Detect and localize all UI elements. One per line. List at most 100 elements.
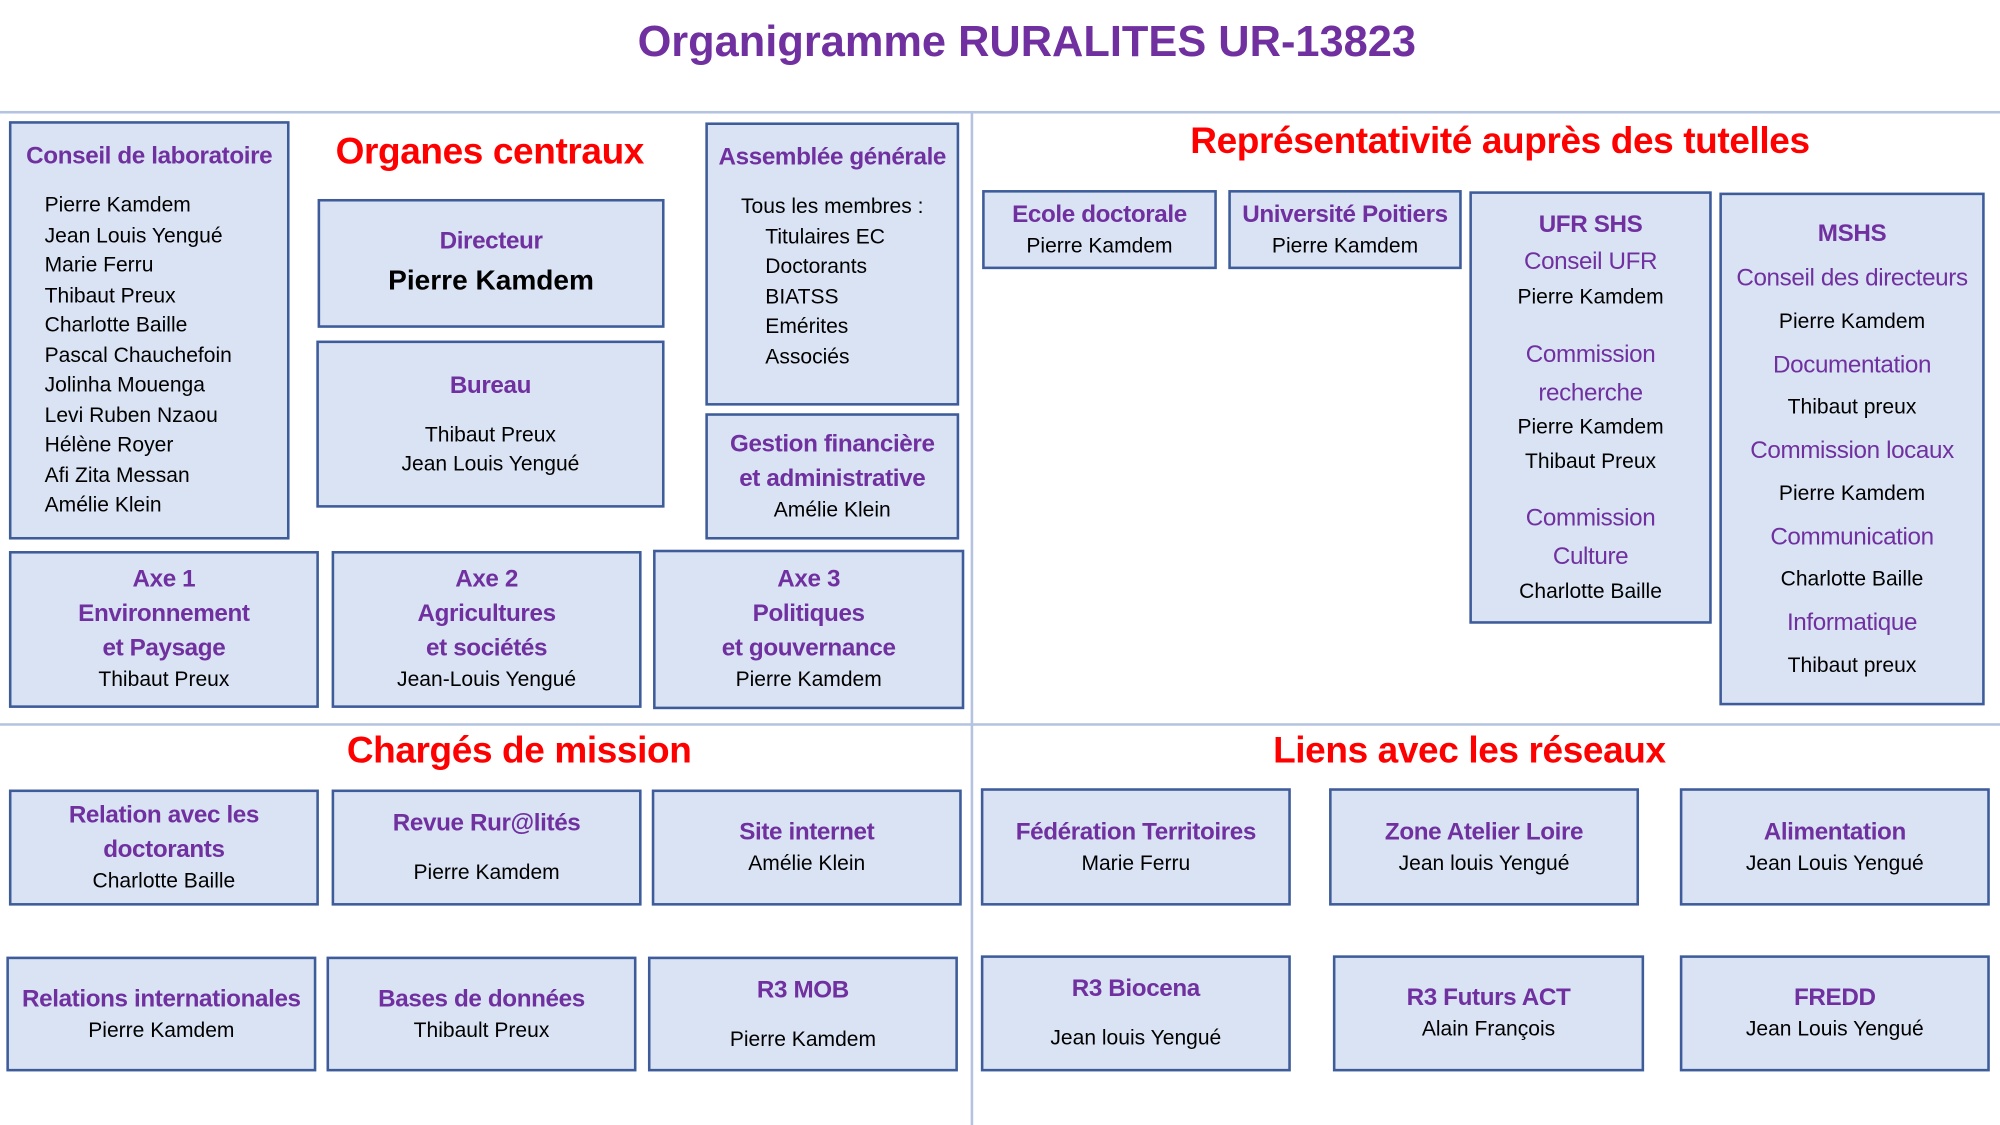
box-fredd: FREDD Jean Louis Yengué [1679,955,1990,1072]
box-heading: R3 Futurs ACT [1406,985,1571,1012]
member-name: Pierre Kamdem [44,193,191,217]
member-name: Charlotte Baille [92,869,236,893]
box-heading: FREDD [1794,985,1876,1012]
member-name: Charlotte Baille [44,313,188,337]
member-name: BIATSS [765,285,839,309]
divider [970,110,973,1125]
member-name: Thibaut Preux [98,668,230,692]
box-heading: Bases de données [378,985,585,1013]
divider [0,723,2000,726]
box-heading: UFR SHS [1538,211,1643,239]
box-heading: Documentation [1773,351,1932,379]
member-name: Levi Ruben Nzaou [44,403,218,427]
box-heading: Site internet [739,819,875,846]
box-heading: Zone Atelier Loire [1384,818,1584,846]
member-name: Pierre Kamdem [1778,481,1926,505]
box-heading: Environnement [78,601,250,628]
member-name: Doctorants [765,255,868,279]
box-heading: Assemblée générale [718,144,947,171]
member-name: Amélie Klein [44,493,162,517]
box-heading: recherche [1538,379,1643,407]
member-name: Pierre Kamdem [88,1018,235,1042]
member-name: Pierre Kamdem [729,1027,877,1051]
member-name: Thibaut preux [1787,654,1917,678]
box-heading: Bureau [449,371,532,399]
member-name: Amélie Klein [773,498,891,522]
box-heading: Alimentation [1763,818,1907,846]
member-name: Afi Zita Messan [44,463,190,487]
member-name: Thibaut Preux [44,283,176,307]
member-name: Jean louis Yengué [1050,1027,1222,1051]
member-name: Tous les membres : [741,195,924,219]
member-name: Amélie Klein [748,852,866,876]
box-heading: Culture [1552,543,1629,571]
member-name: Jean Louis Yengué [1745,1018,1924,1042]
box-heading: Agricultures [417,601,557,628]
box-heading: Université Poitiers [1242,201,1448,228]
box-heading: et administrative [739,465,926,493]
page-title: Organigramme RURALITES UR-13823 [637,17,1416,67]
member-name: Pierre Kamdem [413,861,560,885]
divider [0,110,2000,113]
box-heading: R3 Biocena [1071,976,1201,1003]
box-heading: et Paysage [102,635,226,663]
box-heading: Revue Rur@lités [392,810,581,838]
member-name: Pierre Kamdem [735,668,882,692]
member-name: Pascal Chauchefoin [44,343,232,367]
box-heading: R3 MOB [756,976,849,1004]
member-name: Charlotte Baille [1780,567,1924,591]
member-name: Jean Louis Yengué [1745,851,1924,875]
member-name: Associés [765,345,850,368]
member-name: Jolinha Mouenga [44,373,205,397]
member-name: Pierre Kamdem [388,264,595,296]
box-heading: Communication [1770,523,1934,551]
box-heading: Conseil de laboratoire [26,142,273,170]
member-name: Thibault Preux [413,1018,550,1042]
member-name: Jean Louis Yengué [44,223,223,247]
box-heading: Ecole doctorale [1012,201,1187,228]
box-heading: et gouvernance [721,635,896,663]
box-heading: Conseil des directeurs [1736,265,1968,293]
box-r3mob: R3 MOB Pierre Kamdem [647,956,958,1072]
box-heading: Axe 1 [132,566,196,594]
box-futurs: R3 Futurs ACT Alain François [1332,955,1645,1072]
box-heading: MSHS [1817,220,1887,247]
box-heading: Axe 3 [777,566,841,594]
section-title-liens: Liens avec les réseaux [1273,730,1666,772]
box-heading: Gestion financière [729,430,935,458]
member-name: Marie Ferru [44,253,154,277]
box-heading: doctorants [103,836,225,864]
member-name: Pierre Kamdem [1517,416,1664,440]
box-heading: Fédération Territoires [1015,818,1257,846]
box-heading: Directeur [439,228,543,256]
member-name: Jean Louis Yengué [401,452,580,476]
member-name: Charlotte Baille [1519,580,1662,603]
box-heading: Informatique [1786,610,1918,637]
member-name: Alain François [1421,1018,1556,1042]
member-name: Thibaut Preux [1525,449,1657,473]
box-heading: Relations internationales [22,985,301,1013]
box-heading: Conseil UFR [1523,249,1658,276]
member-name: Jean louis Yengué [1398,851,1570,875]
member-name: Marie Ferru [1081,851,1191,875]
box-heading: Commission [1525,505,1656,533]
box-heading: et sociétés [426,635,548,663]
member-name: Jean-Louis Yengué [397,668,577,692]
